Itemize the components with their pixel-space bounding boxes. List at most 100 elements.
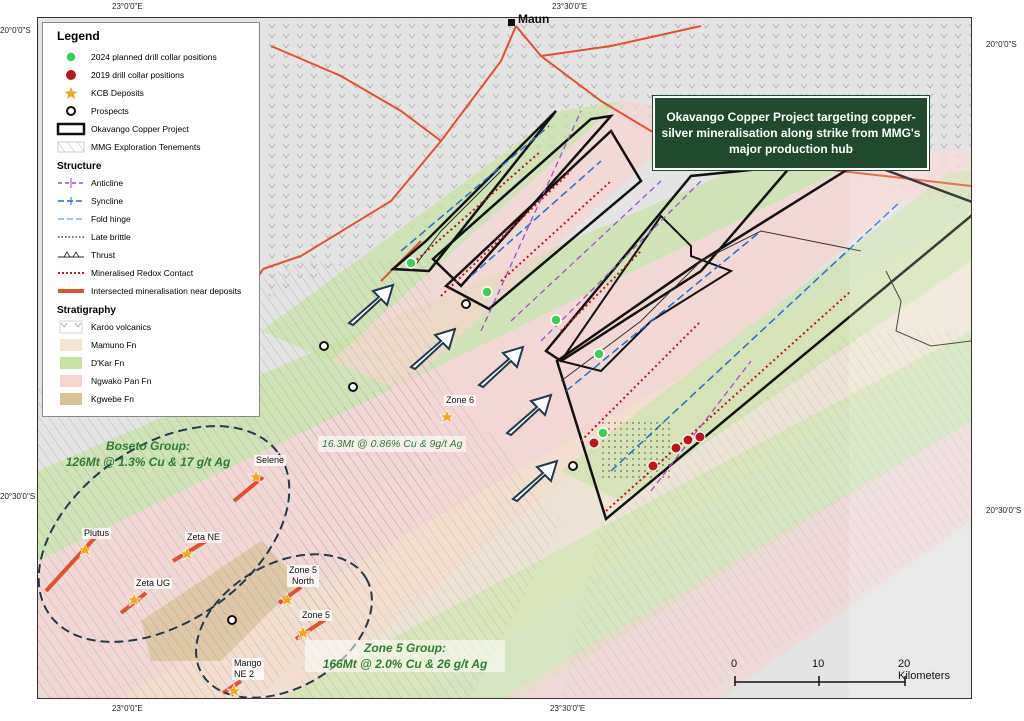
arrow-4	[505, 393, 553, 437]
lon-label-top-right: 23°30'0"E	[552, 2, 588, 11]
legend-item-dkar: D'Kar Fn	[51, 354, 251, 372]
legend-item-drill-2019: 2019 drill collar positions	[51, 66, 251, 84]
arrow-2	[409, 327, 457, 371]
anticline-4	[650, 360, 752, 492]
lat-label-right-top: 20°0'0"S	[986, 40, 1017, 49]
legend-label: 2019 drill collar positions	[91, 70, 185, 80]
deposit-label-zone5-north: Zone 5 North	[287, 565, 320, 587]
legend-item-redox: Mineralised Redox Contact	[51, 264, 251, 282]
thrust-1	[560, 230, 862, 382]
legend-label: Anticline	[91, 178, 124, 188]
zone5-group-ellipse	[195, 553, 373, 698]
deposit-label-zone5: Zone 5	[300, 610, 333, 621]
prospect-3	[461, 299, 471, 309]
deposit-label-zeta-ug: Zeta UG	[134, 578, 173, 589]
project-block-3	[443, 129, 643, 311]
legend-item-karoo: Karoo volcanics	[51, 318, 251, 336]
legend-label: Late brittle	[91, 232, 131, 242]
legend-item-kcb: KCB Deposits	[51, 84, 251, 102]
legend-label: Thrust	[91, 250, 116, 260]
star-zone5	[295, 625, 311, 640]
legend-title: Legend	[57, 29, 100, 43]
scale-tick-20: 20 Kilometers	[898, 658, 950, 682]
ngwako-swatch-icon	[51, 373, 91, 389]
legend-label: Mamuno Fn	[91, 340, 137, 350]
intersected-icon	[51, 283, 91, 299]
kcb-deposits	[77, 409, 455, 698]
legend-item-okavango: Okavango Copper Project	[51, 120, 251, 138]
planned-collar-2	[481, 286, 493, 298]
karoo-swatch-icon	[51, 319, 91, 335]
legend-item-prospects: Prospects	[51, 102, 251, 120]
anticline-1	[480, 110, 582, 332]
mmg-tenements-east	[561, 331, 971, 698]
road-3	[540, 25, 702, 57]
project-block-5	[559, 214, 734, 373]
legend-item-thrust: Thrust	[51, 246, 251, 264]
syncline-icon	[51, 193, 91, 209]
callout-text: Okavango Copper Project targeting copper…	[661, 110, 921, 156]
legend-panel: Legend 2024 planned drill collar positio…	[42, 22, 260, 417]
intersected-plutus	[44, 529, 103, 593]
boseto-group-label: Boseto Group: 126Mt @ 1.3% Cu & 17 g/t A…	[48, 438, 248, 470]
redox-contact-4	[560, 250, 642, 332]
lon-label-bottom-right: 23°30'0"E	[550, 704, 586, 713]
boseto-group-ellipse	[38, 425, 291, 643]
legend-label: Kgwebe Fn	[91, 394, 134, 404]
hatch-box-icon	[51, 139, 91, 155]
planned-collar-3	[550, 314, 562, 326]
star-zeta-ne	[179, 546, 195, 561]
anticline-icon	[51, 175, 91, 191]
deposit-label-zone5-north-line1: Zone 5	[289, 565, 318, 575]
thrust-2	[410, 170, 502, 272]
deposit-label-zone6: Zone 6	[444, 395, 477, 406]
planned-collar-4	[593, 348, 605, 360]
redox-contact-1	[412, 150, 542, 264]
prospect-icon	[51, 103, 91, 119]
zone5-group-resource: 166Mt @ 2.0% Cu & 26 g/t Ag	[322, 657, 488, 671]
planned-collar-5	[597, 427, 609, 439]
collar-2019-3	[670, 442, 682, 454]
anticline-3	[540, 180, 702, 342]
legend-item-mamuno: Mamuno Fn	[51, 336, 251, 354]
legend-label: Okavango Copper Project	[91, 124, 189, 134]
zone5-group-label: Zone 5 Group: 166Mt @ 2.0% Cu & 26 g/t A…	[305, 640, 505, 672]
legend-item-kgwebe: Kgwebe Fn	[51, 390, 251, 408]
legend-item-intersected: Intersected mineralisation near deposits	[51, 282, 251, 300]
lon-label-bottom-left: 23°0'0"E	[112, 704, 143, 713]
lat-label-left-top: 20°0'0"S	[0, 26, 31, 35]
late-brittle-zone	[601, 421, 671, 481]
prospects	[227, 299, 578, 625]
legend-item-ngwako: Ngwako Pan Fn	[51, 372, 251, 390]
legend-label: MMG Exploration Tenements	[91, 142, 201, 152]
collar-2019-1	[588, 437, 600, 449]
deposit-label-mango-line2: NE 2	[234, 669, 255, 679]
legend-item-tenements: MMG Exploration Tenements	[51, 138, 251, 156]
fold-hinge-icon	[51, 211, 91, 227]
intersected-mango	[221, 679, 243, 695]
legend-label: 2024 planned drill collar positions	[91, 52, 217, 62]
anticline-2	[510, 180, 662, 322]
collar-2019-5	[694, 431, 706, 443]
dkar-swatch-icon	[51, 355, 91, 371]
redox-icon	[51, 265, 91, 281]
red-dot-icon	[51, 67, 91, 83]
lat-label-right-mid: 20°30'0"S	[986, 506, 1022, 515]
road-4	[270, 45, 442, 142]
legend-item-planned-2024: 2024 planned drill collar positions	[51, 48, 251, 66]
collar-2019-4	[682, 434, 694, 446]
scale-tick-10: 10	[812, 658, 825, 670]
prospect-1	[319, 341, 329, 351]
star-icon	[51, 85, 91, 101]
scale-tick-0: 0	[731, 658, 738, 670]
deposit-label-plutus: Plutus	[82, 528, 112, 539]
scale-bar: 0 10 20 Kilometers	[728, 658, 950, 688]
zone6-resource-label: 16.3Mt @ 0.86% Cu & 9g/t Ag	[318, 436, 467, 452]
planned-drill-collars	[405, 257, 609, 439]
arrow-1	[347, 283, 395, 327]
kgwebe-swatch-icon	[51, 391, 91, 407]
legend-stratigraphy-title: Stratigraphy	[57, 305, 116, 316]
project-block-main	[555, 159, 971, 522]
syncline-3	[565, 230, 762, 392]
boseto-group-resource: 126Mt @ 1.3% Cu & 17 g/t Ag	[65, 455, 231, 469]
